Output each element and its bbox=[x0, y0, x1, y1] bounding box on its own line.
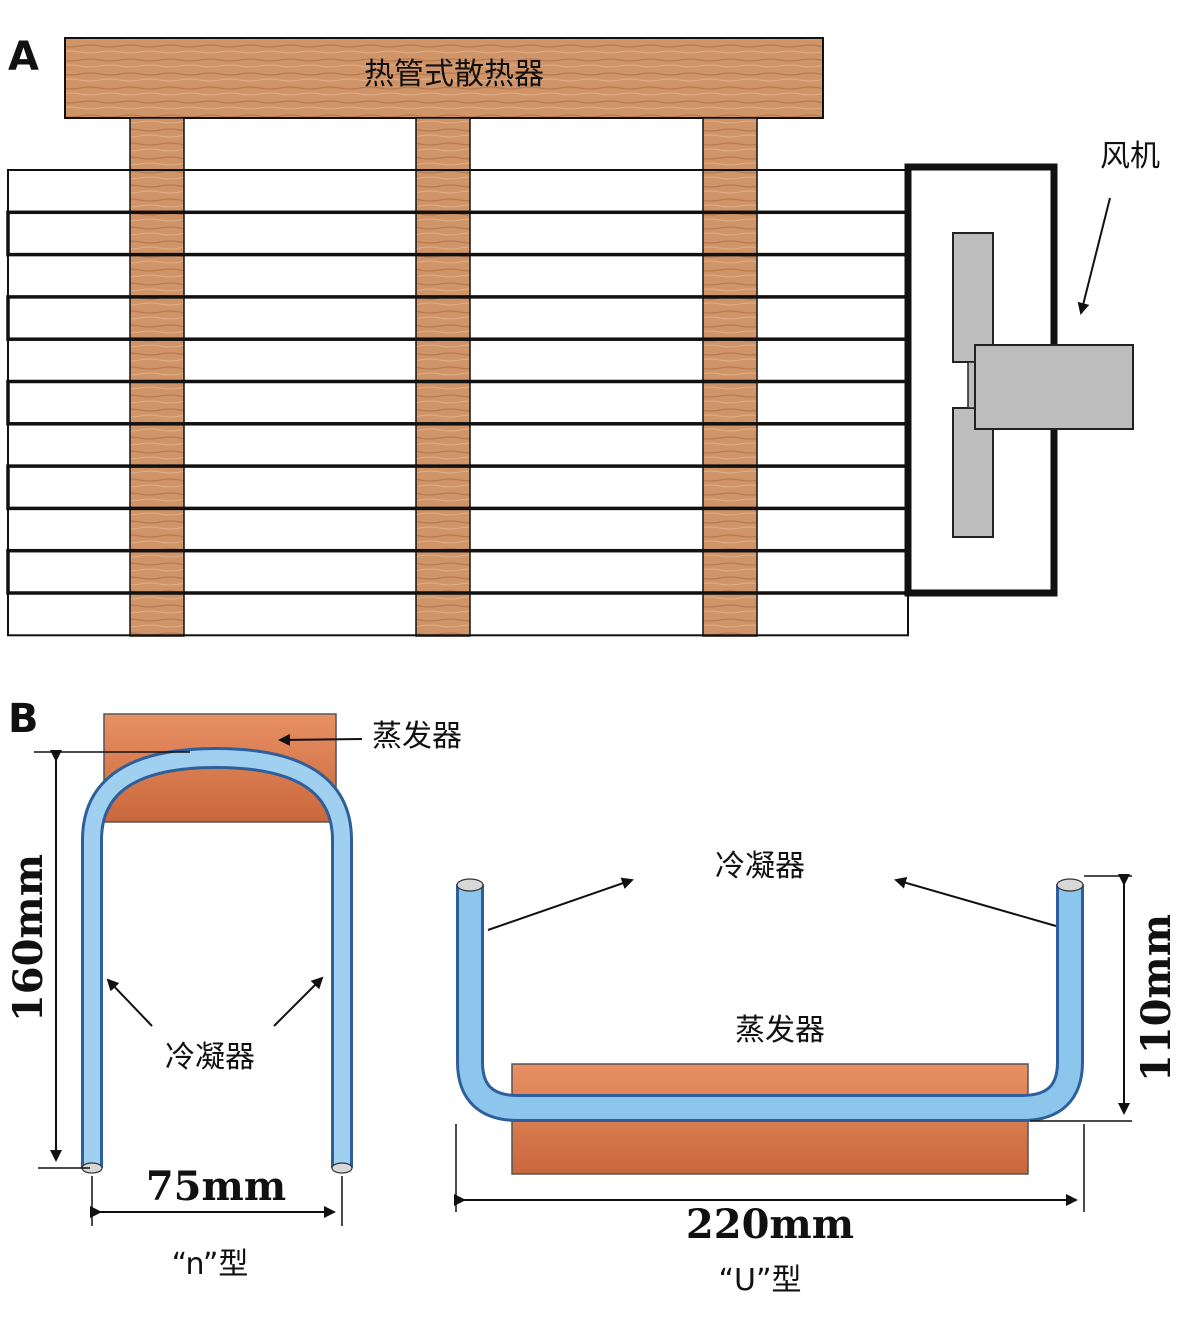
panel-b-letter: B bbox=[8, 696, 39, 742]
panel-a-letter: A bbox=[8, 34, 39, 80]
u-condenser-label: 冷凝器 bbox=[715, 849, 805, 884]
u-condenser-arrow-right bbox=[894, 876, 1057, 927]
n-evaporator-arrow bbox=[278, 733, 363, 746]
fan bbox=[952, 232, 1134, 538]
n-height-dim: 160mm bbox=[5, 854, 52, 1022]
heat-sink-label: 热管式散热器 bbox=[364, 57, 544, 92]
n-condenser-arrow-right bbox=[273, 976, 324, 1027]
fan-arrow bbox=[1077, 197, 1111, 315]
fan-label: 风机 bbox=[1100, 139, 1160, 174]
n-pipe-end-right bbox=[331, 1162, 353, 1174]
pillar-3 bbox=[702, 117, 758, 637]
u-type-diagram: 冷凝器 蒸发器 110mm 220mm “U”型 bbox=[454, 849, 1180, 1298]
pillar-2 bbox=[415, 117, 471, 637]
n-type-diagram: 蒸发器 冷凝器 160mm 75mm “n”型 bbox=[5, 713, 462, 1282]
u-type-label: “U”型 bbox=[718, 1263, 801, 1298]
n-type-label: “n”型 bbox=[172, 1247, 249, 1282]
fin-plate bbox=[7, 592, 909, 637]
n-width-dim: 75mm bbox=[146, 1163, 286, 1210]
n-condenser-arrow-left bbox=[106, 978, 153, 1027]
fan-blade-top bbox=[952, 232, 994, 363]
u-pipe-end-right bbox=[1056, 878, 1084, 892]
heat-sink-pillars bbox=[129, 117, 758, 637]
u-condenser-arrow-left bbox=[487, 877, 634, 931]
n-pipe bbox=[84, 749, 350, 1168]
u-pipe bbox=[459, 884, 1081, 1119]
u-pipe-end-left bbox=[456, 878, 484, 892]
n-evaporator-label: 蒸发器 bbox=[372, 719, 462, 754]
u-evaporator-label: 蒸发器 bbox=[735, 1013, 825, 1048]
heat-sink-body bbox=[64, 37, 824, 119]
fan-motor bbox=[974, 344, 1134, 430]
u-width-dim: 220mm bbox=[686, 1201, 854, 1248]
n-condenser-label: 冷凝器 bbox=[165, 1040, 255, 1075]
pillar-1 bbox=[129, 117, 185, 637]
u-height-dim: 110mm bbox=[1133, 914, 1180, 1082]
